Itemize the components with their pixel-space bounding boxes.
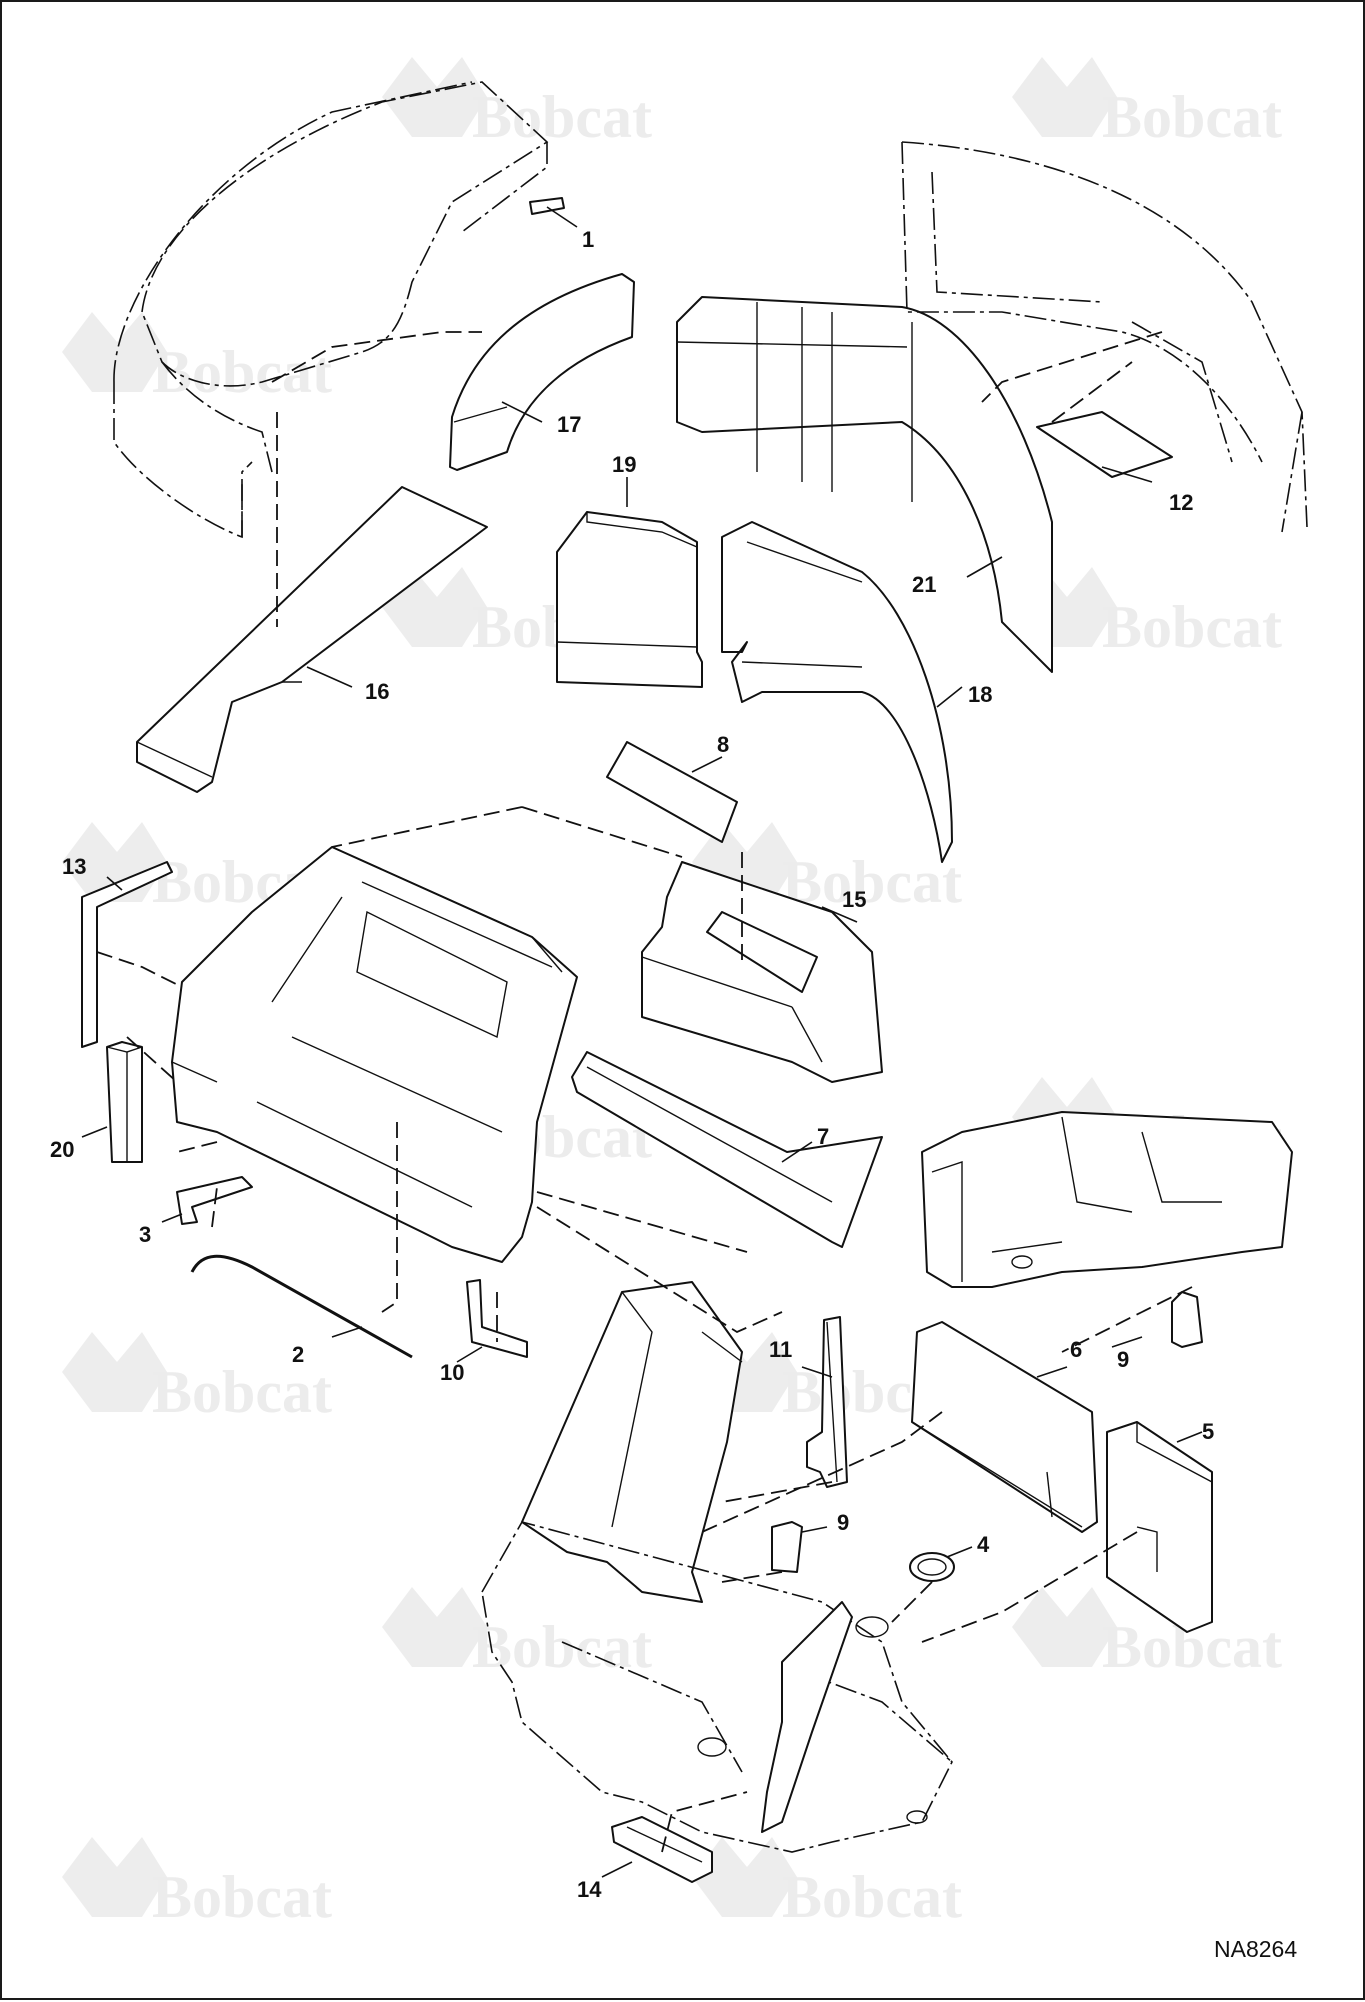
callout-12: 12	[1169, 490, 1193, 515]
callout-4: 4	[977, 1532, 990, 1557]
watermark: Bobcat	[382, 1587, 652, 1680]
callout-15: 15	[842, 887, 866, 912]
part-20-post	[106, 1041, 143, 1163]
callout-3: 3	[139, 1222, 151, 1247]
chassis-frame	[481, 1281, 953, 1853]
drawing-reference-number: NA8264	[1214, 1936, 1297, 1962]
watermark: Bobcat	[1012, 57, 1282, 150]
part-10-l-piece	[466, 1279, 528, 1358]
part-15-foam-block	[641, 861, 883, 1083]
callout-20: 20	[50, 1137, 74, 1162]
part-9-block-center	[771, 1521, 803, 1573]
part-18-curved-panel	[721, 521, 953, 863]
callout-11: 11	[769, 1337, 792, 1362]
callout-14: 14	[577, 1877, 602, 1902]
part-17-curved-pad	[449, 273, 635, 471]
callout-13: 13	[62, 854, 86, 879]
watermark: Bobcat	[62, 1837, 332, 1930]
svg-text:Bobcat: Bobcat	[152, 1359, 332, 1425]
watermark: Bobcat	[382, 57, 652, 150]
callout-9-center: 9	[837, 1510, 849, 1535]
callout-9-right: 9	[1117, 1347, 1129, 1372]
part-19-block	[556, 511, 703, 688]
callout-1: 1	[582, 227, 594, 252]
leader-lines	[81, 206, 1203, 1878]
svg-text:Bobcat: Bobcat	[782, 1864, 962, 1930]
svg-text:Bobcat: Bobcat	[782, 849, 962, 915]
callout-6: 6	[1070, 1337, 1082, 1362]
callout-18: 18	[968, 682, 992, 707]
part-7-long-seal	[571, 1051, 883, 1248]
part-1-strip	[529, 197, 565, 215]
svg-text:Bobcat: Bobcat	[152, 339, 332, 405]
callout-7: 7	[817, 1124, 829, 1149]
callout-10: 10	[440, 1360, 464, 1385]
part-5-notched-pad	[1106, 1421, 1213, 1633]
part-9-block-right	[1171, 1291, 1203, 1348]
roof-canopy-phantom	[113, 81, 549, 539]
part-11-tall-bracket	[806, 1316, 848, 1488]
watermark: Bobcat	[62, 1332, 332, 1425]
svg-text:Bobcat: Bobcat	[152, 1864, 332, 1930]
callout-17: 17	[557, 412, 581, 437]
watermark: Bobcat	[692, 1837, 962, 1930]
watermark: Bobcat	[62, 312, 332, 405]
part-16-long-pad	[136, 486, 488, 793]
callout-5: 5	[1202, 1419, 1214, 1444]
callout-2: 2	[292, 1342, 304, 1367]
callout-19: 19	[612, 452, 636, 477]
callout-21: 21	[912, 572, 936, 597]
part-center-cab-panel	[171, 846, 578, 1263]
rear-housing-phantom	[901, 141, 1308, 533]
side-housing-right	[921, 1111, 1293, 1288]
part-8-panel	[606, 741, 738, 843]
watermark: Bobcat	[1012, 1587, 1282, 1680]
callout-labels: 1 2 3 4 5 6 7 8 9 9 10 11 12 13 14 15 16…	[50, 227, 1214, 1902]
part-21-curved-panel	[676, 296, 1053, 673]
part-13-l-strip	[81, 861, 173, 1048]
callout-8: 8	[717, 732, 729, 757]
svg-text:Bobcat: Bobcat	[1102, 84, 1282, 150]
callout-16: 16	[365, 679, 389, 704]
svg-text:Bobcat: Bobcat	[1102, 594, 1282, 660]
svg-text:Bobcat: Bobcat	[472, 1614, 652, 1680]
part-6-large-pad	[911, 1321, 1098, 1533]
part-3-bent-strip	[176, 1176, 253, 1225]
part-12-plate	[1036, 411, 1173, 478]
part-2-rod	[190, 1254, 413, 1359]
part-4-grommet	[909, 1552, 955, 1582]
svg-text:Bobcat: Bobcat	[472, 84, 652, 150]
assembly-lines	[96, 331, 1193, 1853]
